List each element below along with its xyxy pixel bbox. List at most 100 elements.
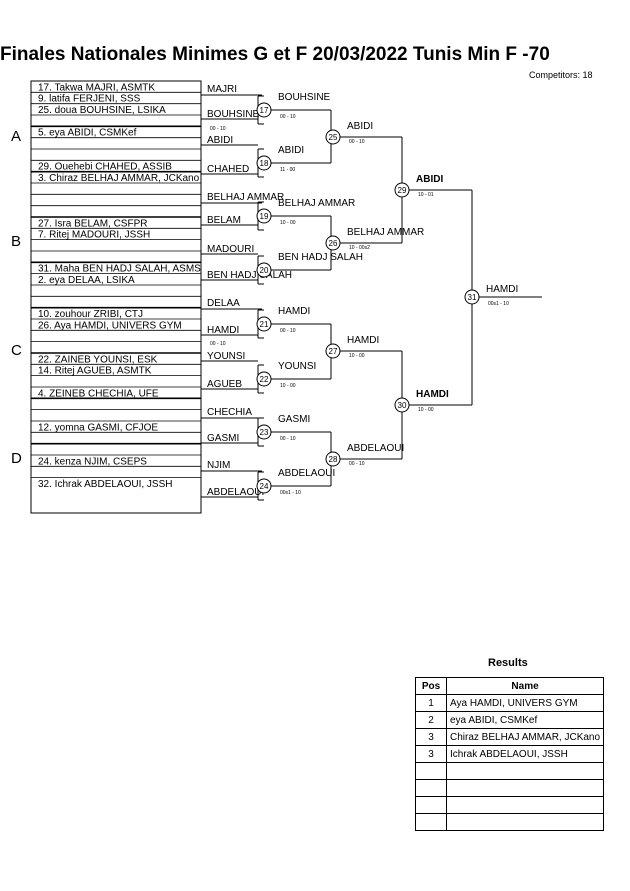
results-name: Ichrak ABDELAOUI, JSSH <box>445 745 605 763</box>
match-score: 00 - 10 <box>349 139 365 145</box>
match-competitor: YOUNSI <box>207 351 245 362</box>
competitors-count: Competitors: 18 <box>529 70 593 80</box>
match-winner: ABIDI <box>416 174 443 185</box>
results-row <box>415 813 605 831</box>
match-18-number: 18 <box>260 159 269 168</box>
entry-box <box>30 80 202 514</box>
match-score: 10 - 00 <box>418 407 434 413</box>
entry-competitor: 31. Maha BEN HADJ SALAH, ASMS <box>38 264 201 275</box>
match-24-number: 24 <box>260 482 269 491</box>
entry-competitor: 22. ZAINEB YOUNSI, ESK <box>38 354 158 365</box>
results-pos <box>415 762 447 780</box>
match-competitor: ABIDI <box>207 135 233 146</box>
match-winner: ABIDI <box>278 145 304 156</box>
match-winner: BELHAJ AMMAR <box>347 227 424 238</box>
pool-label-b: B <box>11 233 21 250</box>
results-name: eya ABIDI, CSMKef <box>445 711 605 729</box>
results-pos <box>415 779 447 797</box>
match-25-number: 25 <box>329 133 338 142</box>
match-31-number: 31 <box>468 293 477 302</box>
results-name: Chiraz BELHAJ AMMAR, JCKano <box>445 728 605 746</box>
match-extra-score: 00 - 10 <box>210 341 226 347</box>
results-name <box>445 813 605 831</box>
match-17-number: 17 <box>260 106 269 115</box>
repechage-name: NJIM <box>207 460 230 471</box>
entry-competitor: 14. Ritej AGUEB, ASMTK <box>38 366 152 377</box>
repechage-name: DELAA <box>207 298 240 309</box>
entry-competitor: 9. latifa FERJENI, SSS <box>38 94 141 105</box>
entry-competitor: 27. Isra BELAM, CSFPR <box>38 218 147 229</box>
match-score: 10 - 00 <box>349 353 365 359</box>
match-22-number: 22 <box>260 375 269 384</box>
results-name: Aya HAMDI, UNIVERS GYM <box>445 694 605 712</box>
match-23-number: 23 <box>260 428 269 437</box>
match-competitor: MADOURI <box>207 244 254 255</box>
pool-label-c: C <box>11 342 22 359</box>
match-score: 00 - 10 <box>349 461 365 467</box>
match-28-number: 28 <box>329 455 338 464</box>
match-score: 10 - 00 <box>280 220 296 226</box>
match-winner: HAMDI <box>278 306 310 317</box>
entry-competitor: 3. Chiraz BELHAJ AMMAR, JCKano <box>38 173 200 184</box>
match-winner: GASMI <box>278 414 310 425</box>
match-winner: HAMDI <box>347 335 379 346</box>
results-pos <box>415 813 447 831</box>
entry-competitor: 32. Ichrak ABDELAOUI, JSSH <box>38 479 173 490</box>
match-score: 10 - 00s2 <box>349 245 370 251</box>
results-title: Results <box>488 657 528 669</box>
pool-label-d: D <box>11 450 22 467</box>
results-name <box>445 762 605 780</box>
repechage-name: BELHAJ AMMAR <box>207 192 284 203</box>
match-winner: HAMDI <box>416 389 449 400</box>
final-score: 00s1 - 10 <box>488 301 509 307</box>
results-pos: 3 <box>415 745 447 763</box>
match-competitor: HAMDI <box>207 325 239 336</box>
entry-competitor: 26. Aya HAMDI, UNIVERS GYM <box>38 320 182 331</box>
repechage-name: MAJRI <box>207 84 237 95</box>
match-27-number: 27 <box>329 347 338 356</box>
match-score: 00 - 10 <box>280 436 296 442</box>
results-col-pos: Pos <box>415 677 447 695</box>
entry-competitor: 29. Ouehebi CHAHED, ASSIB <box>38 162 172 173</box>
match-competitor: ABDELAOUI <box>207 487 264 498</box>
match-19-number: 19 <box>260 212 269 221</box>
match-score: 11 - 00 <box>280 167 295 173</box>
match-winner: BEN HADJ SALAH <box>278 252 363 263</box>
match-29-number: 29 <box>398 186 407 195</box>
entry-competitor: 7. Ritej MADOURI, JSSH <box>38 230 150 241</box>
page-title: Finales Nationales Minimes G et F 20/03/… <box>0 44 550 65</box>
results-name <box>445 779 605 797</box>
results-row <box>415 762 605 780</box>
match-competitor: GASMI <box>207 433 239 444</box>
match-winner: BELHAJ AMMAR <box>278 198 355 209</box>
match-winner: ABIDI <box>347 121 373 132</box>
match-competitor: BEN HADJ SALAH <box>207 270 292 281</box>
match-score: 10 - 00 <box>280 383 296 389</box>
match-score: 10 - 01 <box>418 192 434 198</box>
entry-competitor: 12. yomna GASMI, CFJOE <box>38 422 158 433</box>
results-name <box>445 796 605 814</box>
match-score: 00 - 10 <box>280 114 296 120</box>
match-competitor: CHAHED <box>207 164 249 175</box>
results-pos: 2 <box>415 711 447 729</box>
match-competitor: BOUHSINE <box>207 109 260 120</box>
match-winner: ABDELAOUI <box>347 443 404 454</box>
entry-competitor: 25. doua BOUHSINE, LSIKA <box>38 105 166 116</box>
results-pos: 1 <box>415 694 447 712</box>
match-21-number: 21 <box>260 320 269 329</box>
entry-competitor: 2. eya DELAA, LSIKA <box>38 275 135 286</box>
results-pos <box>415 796 447 814</box>
entry-competitor: 24. kenza NJIM, CSEPS <box>38 456 147 467</box>
match-score: 00s1 - 10 <box>280 490 301 496</box>
entry-competitor: 5. eya ABIDI, CSMKef <box>38 128 137 139</box>
match-competitor: BELAM <box>207 215 241 226</box>
results-pos: 3 <box>415 728 447 746</box>
match-winner: BOUHSINE <box>278 92 331 103</box>
match-30-number: 30 <box>398 401 407 410</box>
results-col-name: Name <box>445 677 605 695</box>
